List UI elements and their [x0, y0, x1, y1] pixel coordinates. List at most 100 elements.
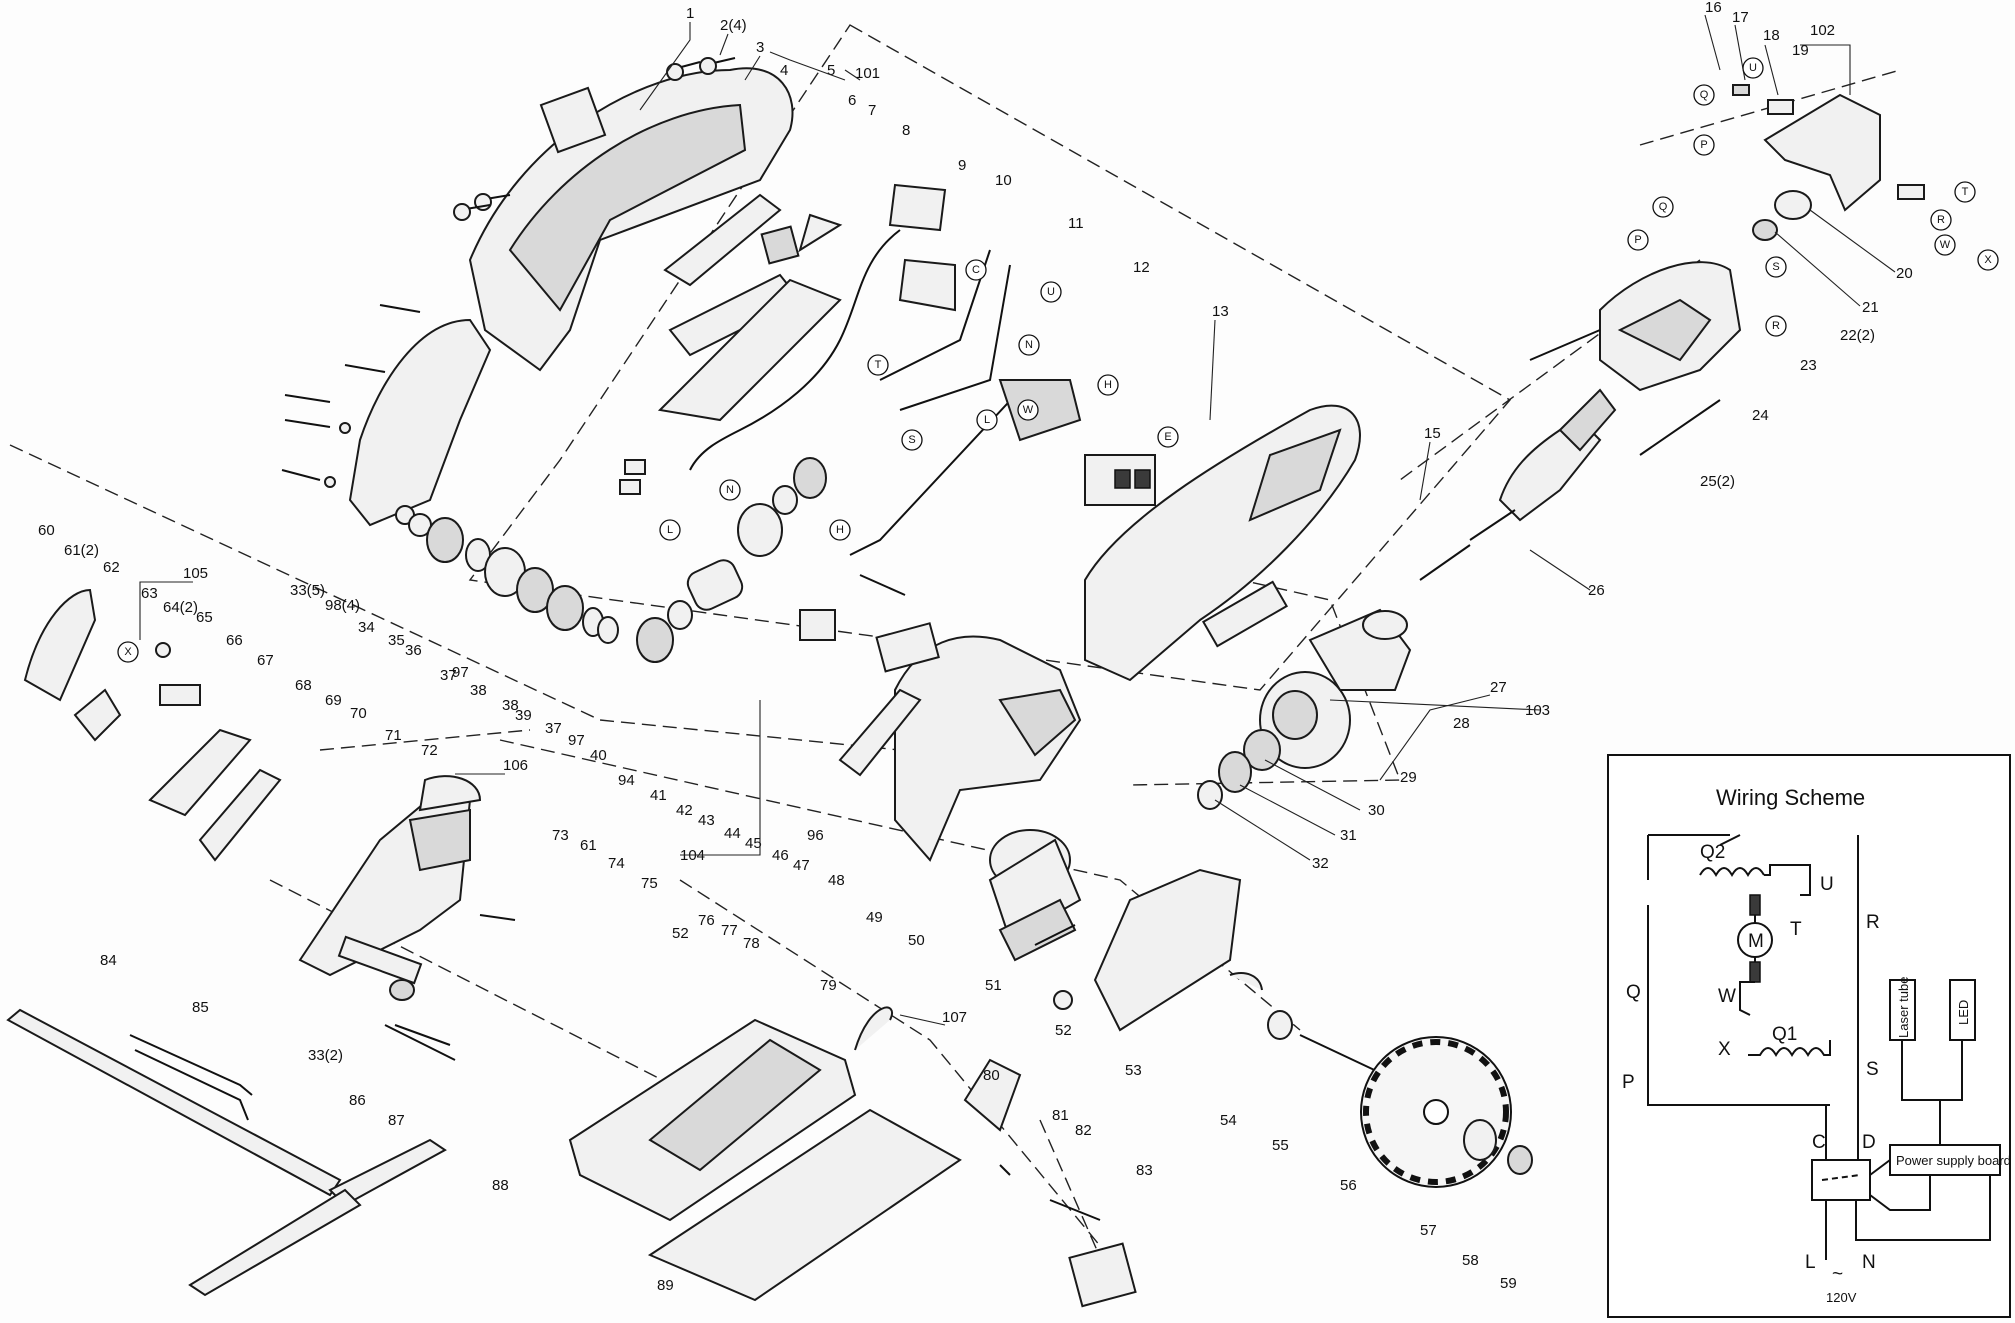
label-p102: 102: [1810, 22, 1835, 39]
label-p24: 24: [1752, 407, 1769, 424]
callout-c-cord: C: [965, 259, 987, 281]
wiring-n: N: [1862, 1252, 1876, 1273]
saw-blade: [1360, 1036, 1512, 1188]
svg-text:E: E: [1164, 431, 1171, 443]
wiring-scheme-title: Wiring Scheme: [1716, 785, 1865, 810]
label-p67: 67: [257, 652, 274, 669]
base-plate: [568, 1006, 962, 1302]
power-cord: [689, 229, 901, 471]
trigger-lever: [838, 688, 922, 777]
label-p78: 78: [743, 935, 760, 952]
gear-housing-grip: [998, 688, 1077, 757]
wiring-scheme-panel: Wiring Scheme Q2 U T M W X Q1 Q P R S La…: [1607, 754, 2011, 1318]
label-p5: 5: [827, 62, 835, 79]
label-p28: 28: [1453, 715, 1470, 732]
label-p96: 96: [807, 827, 824, 844]
svg-text:L: L: [667, 524, 673, 536]
label-p50: 50: [908, 932, 925, 949]
label-p17: 17: [1732, 9, 1749, 26]
label-p12: 12: [1133, 259, 1150, 276]
svg-text:Q: Q: [1700, 89, 1709, 101]
label-p9: 9: [958, 157, 966, 174]
label-p37: 37: [440, 667, 457, 684]
label-p66: 66: [226, 632, 243, 649]
wiring-m: M: [1748, 931, 1764, 952]
label-plate: [539, 86, 607, 154]
svg-text:U: U: [1047, 286, 1055, 298]
label-p85: 85: [192, 999, 209, 1016]
housing-shell-inner: [508, 103, 747, 312]
svg-text:Q: Q: [1659, 201, 1668, 213]
callout-l-switch: L: [976, 409, 998, 431]
label-p16: 16: [1705, 0, 1722, 16]
wiring-q1: Q1: [1772, 1024, 1797, 1045]
label-p23: 23: [1800, 357, 1817, 374]
wiring-t: T: [1790, 919, 1802, 940]
label-p71: 71: [385, 727, 402, 744]
label-p47: 47: [793, 857, 810, 874]
label-p37b: 37: [545, 720, 562, 737]
svg-text:W: W: [1023, 404, 1034, 416]
label-p54: 54: [1220, 1112, 1237, 1129]
label-p3: 3: [756, 39, 764, 56]
label-p6: 6: [848, 92, 856, 109]
assembly-boundary-base: [679, 879, 1121, 1281]
label-p44: 44: [724, 825, 741, 842]
label-p22: 22(2): [1840, 327, 1875, 344]
label-p105: 105: [183, 565, 208, 582]
svg-text:P: P: [1634, 234, 1641, 246]
label-p61b: 61: [580, 837, 597, 854]
label-p60: 60: [38, 522, 55, 539]
svg-text:T: T: [875, 359, 882, 371]
label-p56: 56: [1340, 1177, 1357, 1194]
label-p30: 30: [1368, 802, 1385, 819]
pivot-bolt: [1049, 1199, 1101, 1221]
wire-letter-callouts: Q P U T W X S R N L H C Q P U T S R W X …: [117, 57, 1999, 663]
label-p97: 97: [452, 664, 469, 681]
label-p27: 27: [1490, 679, 1507, 696]
label-p15: 15: [1424, 425, 1441, 442]
callout-s-cord: S: [901, 429, 923, 451]
wiring-voltage: 120V: [1826, 1290, 1857, 1305]
svg-text:H: H: [1104, 379, 1112, 391]
svg-text:W: W: [1940, 239, 1951, 251]
callout-q-upper: Q: [1693, 84, 1715, 106]
label-p75: 75: [641, 875, 658, 892]
label-p62: 62: [103, 559, 120, 576]
wiring-c: C: [1812, 1132, 1826, 1153]
callout-q-stator: Q: [1652, 196, 1674, 218]
callout-n-lower: N: [719, 479, 741, 501]
label-p41: 41: [650, 787, 667, 804]
wiring-x: X: [1718, 1039, 1731, 1060]
svg-text:S: S: [1772, 261, 1779, 273]
rip-fence: [6, 1008, 447, 1297]
callout-p-stator: P: [1627, 229, 1649, 251]
housing-label: [1201, 580, 1289, 648]
label-p19: 19: [1792, 42, 1809, 59]
callout-w-mid: W: [1017, 399, 1039, 421]
spindle-group: [988, 829, 1398, 1095]
label-p68: 68: [295, 677, 312, 694]
callout-h-switch: H: [1097, 374, 1119, 396]
internal-wires: [849, 249, 1021, 556]
lock-button: [799, 609, 836, 641]
wiring-u: U: [1820, 874, 1834, 895]
label-sticker: [875, 622, 940, 673]
svg-text:S: S: [908, 434, 915, 446]
wiring-q2: Q2: [1700, 842, 1725, 863]
switch-symbol: [1811, 1159, 1871, 1201]
assembly-boundary-guard: [319, 729, 1301, 1031]
label-p63: 63: [141, 585, 158, 602]
callout-t-cord: T: [867, 354, 889, 376]
wiring-d: D: [1862, 1132, 1876, 1153]
bearing-row: [395, 505, 619, 644]
label-p33b: 33(2): [308, 1047, 343, 1064]
label-p61: 61(2): [64, 542, 99, 559]
label-p13: 13: [1212, 303, 1229, 320]
callout-e-switch: E: [1157, 426, 1179, 448]
gear-housing: [894, 635, 1082, 862]
spring-96: [859, 574, 906, 596]
label-p38: 38: [470, 682, 487, 699]
svg-text:R: R: [1772, 320, 1780, 332]
wiring-r: R: [1866, 912, 1880, 933]
